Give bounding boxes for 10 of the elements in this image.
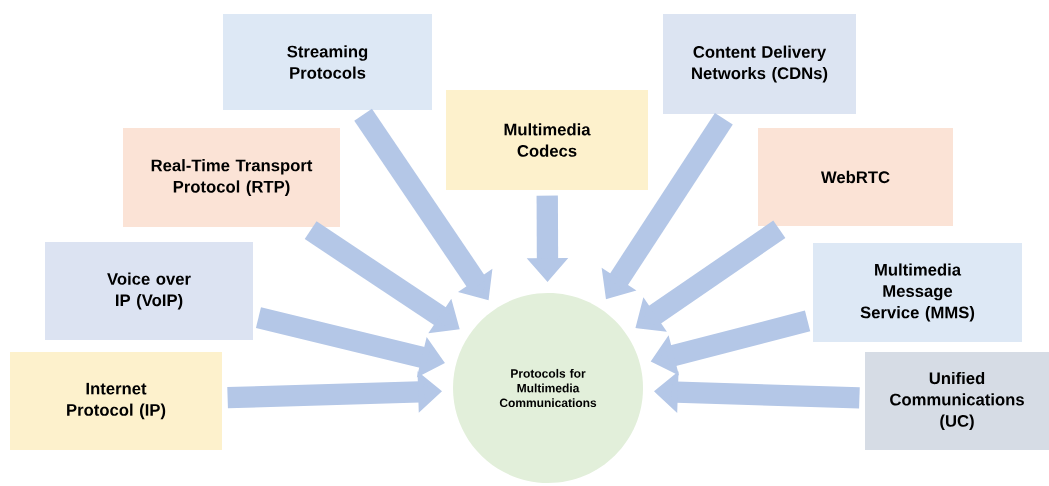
- topic-box: Content Delivery Networks (CDNs): [663, 14, 856, 114]
- topic-box: Internet Protocol (IP): [10, 352, 222, 450]
- topic-box: Real-Time Transport Protocol (RTP): [123, 128, 340, 227]
- topic-box: Multimedia Codecs: [446, 90, 648, 190]
- topic-box: WebRTC: [758, 128, 953, 226]
- topic-box: Unified Communications (UC): [865, 352, 1049, 450]
- topic-box: Multimedia Message Service (MMS): [813, 243, 1022, 342]
- topic-box: Streaming Protocols: [223, 14, 432, 110]
- topic-box: Voice over IP (VoIP): [45, 242, 253, 340]
- circle-node: Protocols for Multimedia Communications: [453, 293, 643, 483]
